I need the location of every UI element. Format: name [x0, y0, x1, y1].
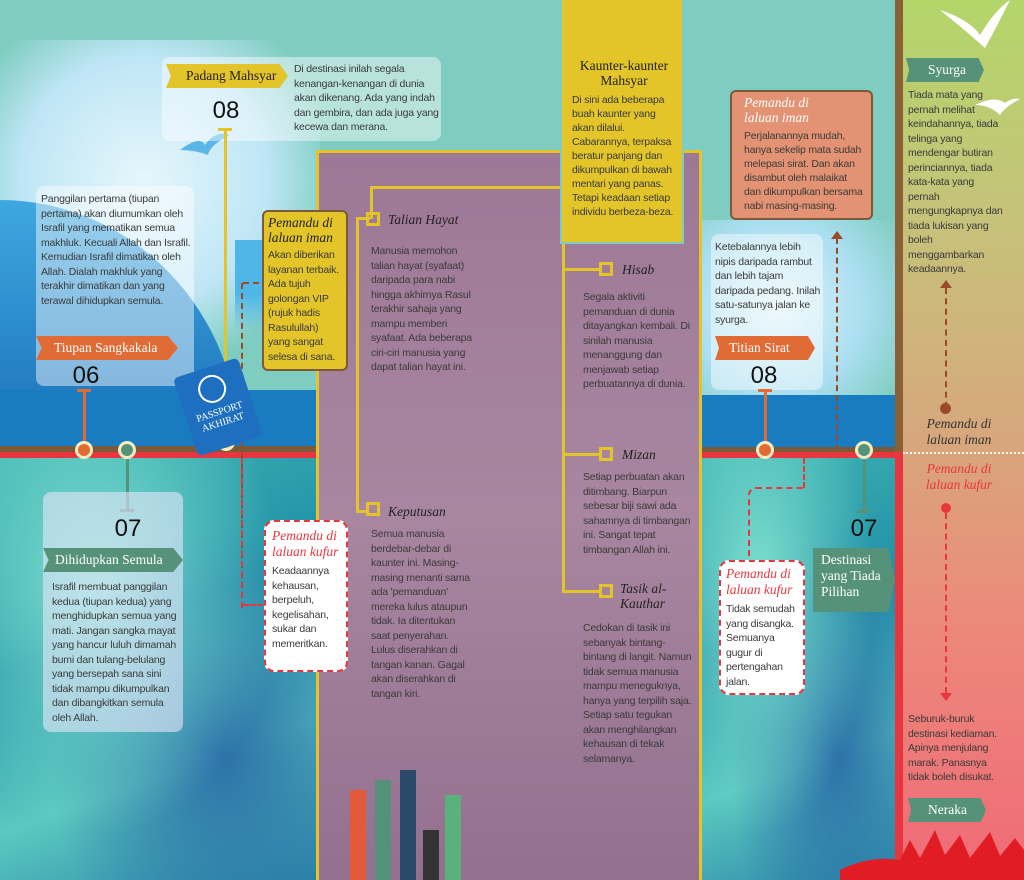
connector [370, 186, 373, 219]
station-number: 07 [114, 515, 142, 542]
guide-iman-box: Pemandu di laluan iman Perjalanannya mud… [730, 90, 873, 220]
timeline-node[interactable] [855, 441, 873, 459]
guide-title: Pemandu di laluan kufur [726, 566, 793, 597]
guide-text: Tidak semudah yang disangka. Semuanya gu… [726, 603, 795, 688]
mahsyar-counters-panel [316, 150, 702, 880]
timeline-stem [224, 128, 227, 433]
kaunter-text: Di sini ada beberapa buah kaunter yang a… [572, 94, 674, 218]
station-number: 08 [212, 97, 240, 124]
dihidupkan-text: Israfil membuat panggilan kedua (tiupan … [52, 581, 177, 724]
timeline-node[interactable] [75, 441, 93, 459]
path-start-dot [940, 403, 951, 414]
timeline-stem [764, 389, 767, 441]
guide-iman-box: Pemandu di laluan iman Akan diberikan la… [262, 210, 348, 371]
checkbox-icon [599, 262, 613, 276]
guide-title: Pemandu di laluan iman [744, 95, 809, 125]
connector [370, 186, 562, 189]
dashed-path-red [803, 458, 805, 488]
counter-title: Hisab [622, 262, 655, 277]
dashed-path-red [945, 513, 947, 693]
raised-hands [345, 770, 475, 880]
arrow-up-icon [940, 280, 952, 288]
neraka-ribbon: Neraka [908, 798, 986, 822]
kaunter-title: Kaunter-kaunter Mahsyar [579, 58, 669, 88]
kufur-label: Pemandu di laluan kufur [925, 461, 993, 492]
afterlife-column [903, 0, 1024, 880]
sea-left [0, 390, 316, 448]
guide-text: Keadaannya kehausan, berpeluh, kegelisah… [272, 565, 329, 650]
station-number: 08 [750, 362, 778, 389]
sea-right [700, 395, 895, 447]
timeline-stem [83, 389, 86, 441]
divider-stripe-red [895, 452, 903, 880]
tiupan-text: Panggilan pertama (tiupan pertama) akan … [41, 193, 191, 307]
guide-title: Pemandu di laluan iman [268, 215, 333, 245]
timeline-stem [857, 510, 871, 513]
divider-stripe [895, 0, 903, 452]
connector [562, 240, 565, 592]
arrow-right-icon [243, 282, 259, 284]
counter-title: Mizan [622, 447, 656, 462]
bird-icon [975, 98, 1020, 115]
checkbox-icon [366, 502, 380, 516]
connector [562, 590, 602, 593]
timeline-stem [126, 459, 129, 511]
timeline-node[interactable] [756, 441, 774, 459]
bird-icon [180, 133, 230, 155]
guide-kufur-box: Pemandu di laluan kufur Keadaannya kehau… [264, 520, 348, 672]
kaunter-box: Kaunter-kaunter Mahsyar Di sini ada bebe… [560, 0, 684, 244]
counter-text: Setiap perbuatan akan ditimbang. Biarpun… [583, 471, 691, 556]
timeline-stem [863, 459, 866, 511]
station-number: 06 [72, 362, 100, 389]
padang-mahsyar-ribbon: Padang Mahsyar [166, 64, 288, 88]
timeline-node[interactable] [118, 441, 136, 459]
destinasi-ribbon: Destinasi yang Tiada Pilihan [813, 548, 895, 612]
cloud-right [700, 220, 895, 395]
guide-kufur-box: Pemandu di laluan kufur Tidak semudah ya… [719, 560, 805, 695]
arrow-down-icon [940, 693, 952, 701]
arrow-right-icon [243, 604, 263, 606]
dashed-path-red [241, 458, 243, 608]
checkbox-icon [599, 447, 613, 461]
connector [356, 217, 370, 220]
counter-text: Cedokan di tasik ini sebanyak bintang-bi… [583, 622, 692, 765]
dashed-path [945, 288, 947, 408]
counter-title: Keputusan [388, 504, 446, 519]
guide-text: Akan diberikan layanan terbaik. Ada tuju… [268, 249, 339, 363]
neraka-text: Seburuk-buruk destinasi kediaman. Apinya… [908, 713, 998, 783]
dotted-divider [903, 452, 1024, 454]
counter-title: Tasik al-Kauthar [620, 581, 667, 611]
counter-title: Talian Hayat [388, 212, 459, 227]
dihidupkan-ribbon: Dihidupkan Semula [43, 548, 183, 572]
padang-mahsyar-text: Di destinasi inilah segala kenangan-kena… [294, 63, 439, 133]
titian-ribbon: Titian Sirat [715, 336, 815, 360]
counter-text: Segala aktiviti pemanduan di dunia ditay… [583, 291, 690, 390]
syurga-ribbon: Syurga [906, 58, 984, 82]
dashed-path [241, 283, 243, 608]
arrow-up-icon [831, 231, 843, 239]
iman-label: Pemandu di laluan iman [926, 416, 992, 447]
fire-icon [840, 830, 1024, 880]
checkbox-icon [366, 212, 380, 226]
connector [562, 268, 602, 271]
counter-text: Semua manusia berdebar-debar di kaunter … [371, 528, 470, 700]
guide-title: Pemandu di laluan kufur [272, 528, 339, 559]
checkbox-icon [599, 584, 613, 598]
station-number: 07 [850, 515, 878, 542]
bird-icon [940, 0, 1010, 48]
titian-panel [711, 234, 823, 390]
path-start-dot [941, 503, 951, 513]
tiupan-ribbon: Tiupan Sangkakala [36, 336, 178, 360]
dihidupkan-panel [43, 492, 183, 732]
counter-text: Manusia memohon talian hayat (syafaat) d… [371, 245, 472, 373]
connector [356, 217, 359, 512]
titian-text: Ketebalannya lebih nipis daripada rambut… [715, 241, 821, 326]
dashed-path [836, 238, 838, 450]
dashed-path-red [748, 487, 804, 557]
syurga-text: Tiada mata yang pernah melihat keindahan… [908, 89, 1003, 275]
connector [356, 510, 366, 513]
guide-text: Perjalanannya mudah, hanya sekelip mata … [744, 130, 863, 212]
connector [562, 453, 602, 456]
